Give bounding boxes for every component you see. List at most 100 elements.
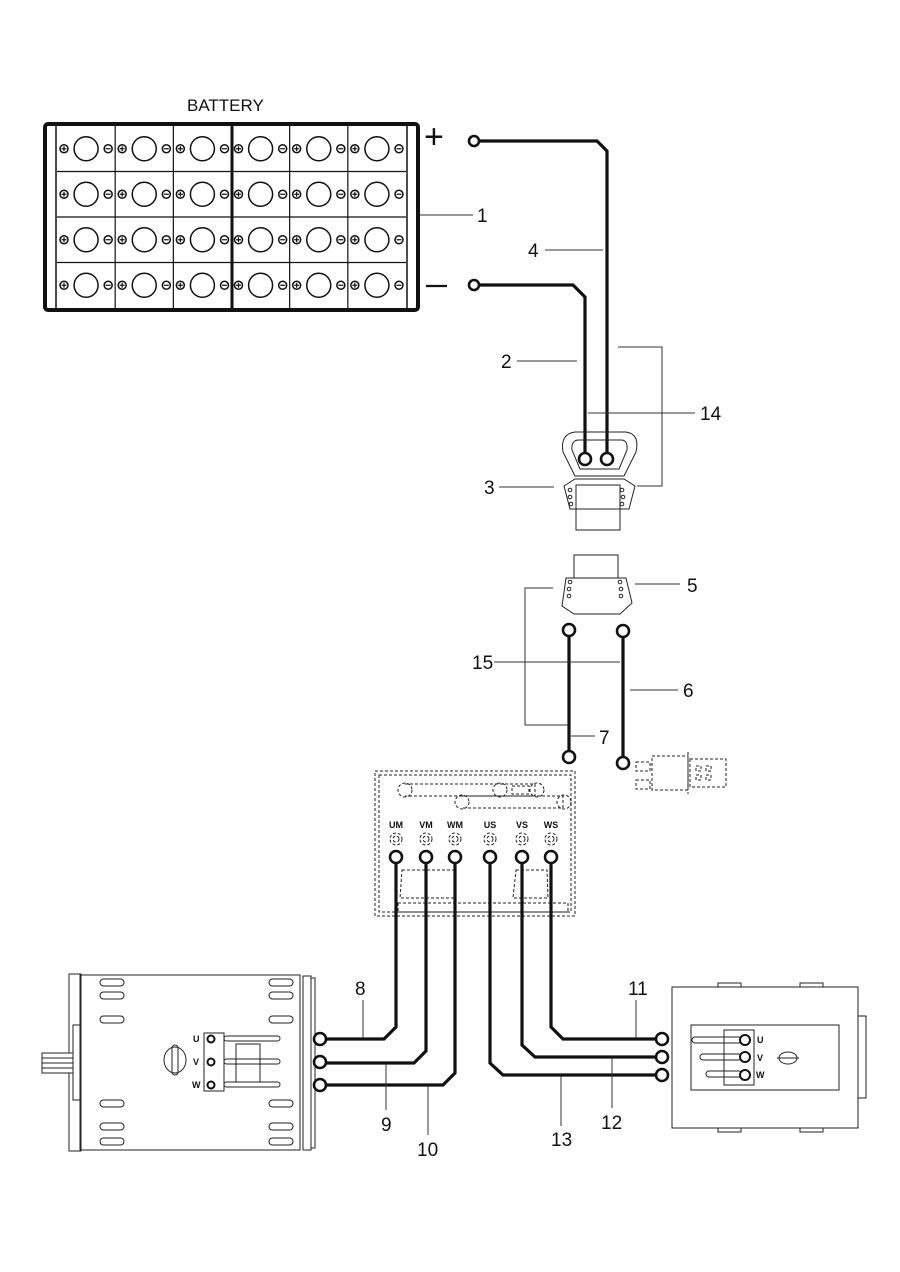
cell-cap: [247, 227, 274, 253]
battery-cell: [350, 136, 404, 162]
cooling-slot: [99, 1015, 125, 1024]
battery-cell: [117, 272, 172, 298]
callout-8: 8: [355, 979, 366, 1000]
pump-terminal-ring-v: [654, 1049, 670, 1065]
battery-cell: [291, 181, 346, 207]
callout-5: 5: [687, 576, 698, 597]
cooling-slot: [268, 1015, 294, 1024]
pump-motor: [671, 982, 867, 1133]
cooling-slot: [268, 978, 294, 987]
battery-cell: [175, 272, 230, 298]
motor-cable-w: [326, 862, 457, 1087]
contactor: [635, 752, 727, 794]
callout-14: 14: [700, 404, 722, 425]
battery-title: BATTERY: [187, 96, 264, 115]
cell-cap: [364, 227, 390, 253]
battery-cell: [59, 227, 113, 253]
controller-terminal-stud: [544, 832, 558, 846]
cooling-slot: [268, 1122, 294, 1131]
callout-3: 3: [484, 478, 495, 499]
motor-cooling-slots: [99, 978, 294, 1146]
cooling-slot: [99, 1122, 125, 1131]
controller-terminal-stud: [448, 832, 462, 846]
cell-cap: [131, 272, 157, 298]
battery-cell: [117, 136, 172, 162]
motor-terminal-u-label: U: [193, 1034, 200, 1044]
battery-connector: [562, 431, 638, 531]
pump-terminal-ring-u: [654, 1031, 670, 1047]
controller-terminal-label: VS: [516, 820, 528, 830]
pump-cable-w: [488, 862, 658, 1077]
callout-12: 12: [601, 1113, 622, 1134]
battery-cell: [233, 272, 288, 298]
cell-cap: [73, 272, 99, 298]
cell-cap: [364, 181, 390, 207]
motor-terminal-v-label: V: [193, 1057, 199, 1067]
battery-cell: [350, 272, 404, 298]
motor-terminal-w-label: W: [192, 1080, 201, 1090]
cable-7-top-ring: [561, 622, 577, 638]
cell-cap: [189, 227, 216, 253]
negative-cable: [478, 283, 587, 462]
callout-10: 10: [417, 1140, 438, 1161]
callout-7: 7: [599, 728, 610, 749]
controller-terminal-label: US: [484, 820, 497, 830]
battery-cell: [291, 136, 346, 162]
positive-cable: [478, 139, 609, 462]
cell-cap: [73, 136, 99, 162]
positive-terminal-ring: [467, 134, 481, 148]
controller-terminal-label: WS: [544, 820, 559, 830]
cable-7-bottom-ring: [561, 749, 577, 765]
battery-cell: [117, 227, 172, 253]
pump-terminal-u-label: U: [757, 1035, 764, 1045]
battery-cell: [233, 181, 288, 207]
battery-cell: [291, 272, 346, 298]
pump-cable-v: [520, 862, 658, 1059]
cooling-slot: [99, 991, 125, 1000]
cooling-slot: [99, 978, 125, 987]
controller-terminal-label: WM: [447, 820, 463, 830]
cell-cap: [247, 272, 274, 298]
cell-cap: [247, 136, 274, 162]
cell-cap: [73, 181, 99, 207]
motor-cable-u: [326, 862, 398, 1041]
motor-terminal-ring-u: [312, 1031, 328, 1047]
motor-terminal-ring-w: [312, 1077, 328, 1093]
battery-cell-grid: [57, 126, 406, 308]
pump-terminal-v-label: V: [757, 1053, 763, 1063]
controller-terminal-label: UM: [389, 820, 403, 830]
battery: [43, 122, 420, 312]
cooling-slot: [99, 1137, 125, 1146]
callout-1: 1: [477, 206, 488, 227]
callout-2: 2: [501, 352, 512, 373]
motor-cable-v: [326, 862, 428, 1065]
cooling-slot: [268, 1137, 294, 1146]
controller-terminal-ring: [388, 849, 404, 865]
traction-motor: [41, 973, 316, 1152]
plus-symbol: +: [424, 118, 444, 156]
controller-terminal-stud: [389, 832, 403, 846]
controller-terminal-stud: [419, 832, 433, 846]
pump-terminal-ring-w: [654, 1067, 670, 1083]
battery-cell: [233, 136, 288, 162]
cooling-slot: [99, 1099, 125, 1108]
cell-cap: [306, 272, 332, 298]
controller-connector: [561, 554, 633, 615]
motor-terminal-ring-v: [312, 1054, 328, 1070]
battery-cell: [59, 272, 113, 298]
callout-leaders: [362, 214, 695, 1135]
battery-cell: [233, 227, 288, 253]
battery-cell: [175, 181, 230, 207]
cable-6-bottom-ring: [615, 755, 631, 771]
controller-terminal-stud: [515, 832, 529, 846]
callout-9: 9: [381, 1115, 392, 1136]
callout-4: 4: [528, 241, 539, 262]
controller-terminal-ring: [482, 849, 498, 865]
battery-cell: [291, 227, 346, 253]
controller-terminal-label: VM: [419, 820, 433, 830]
battery-cell: [175, 227, 230, 253]
negative-terminal-ring: [467, 278, 481, 292]
controller-terminal-block: UM VM WM US VS WS: [388, 820, 559, 865]
cell-cap: [73, 227, 99, 253]
